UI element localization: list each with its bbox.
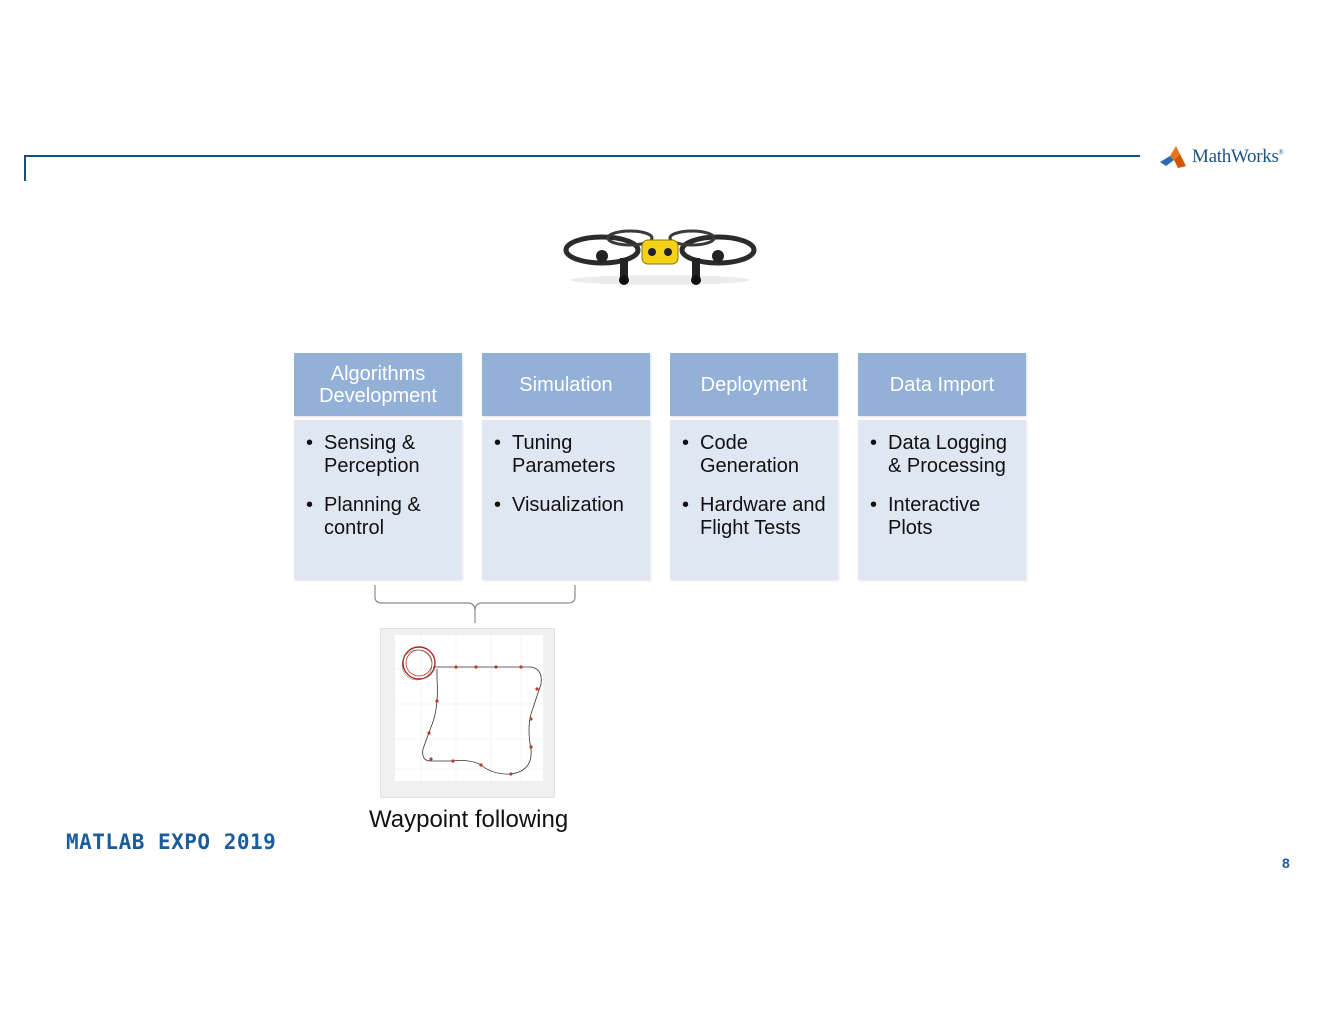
mathworks-logo: MathWorks® xyxy=(1158,144,1284,170)
logo-wordmark: MathWorks® xyxy=(1192,146,1284,167)
waypoint-plot-thumbnail: . xyxy=(380,628,555,798)
column-deployment: Deployment Code Generation Hardware and … xyxy=(670,353,838,580)
bullet-item: Planning & control xyxy=(304,494,452,540)
column-body: Code Generation Hardware and Flight Test… xyxy=(670,420,838,580)
header-rule xyxy=(24,155,1140,157)
column-body: Sensing & Perception Planning & control xyxy=(294,420,462,580)
bullet-item: Interactive Plots xyxy=(868,494,1016,540)
column-title: Deployment xyxy=(670,353,838,416)
column-title: Algorithms Development xyxy=(294,353,462,416)
event-logo: MATLAB EXPO 2019 xyxy=(66,830,277,854)
bullet-item: Visualization xyxy=(492,494,640,517)
bullet-item: Sensing & Perception xyxy=(304,432,452,478)
column-body: Data Logging & Processing Interactive Pl… xyxy=(858,420,1026,580)
svg-text:.: . xyxy=(385,634,386,638)
page-number: 8 xyxy=(1282,855,1290,871)
bullet-item: Hardware and Flight Tests xyxy=(680,494,828,540)
column-data-import: Data Import Data Logging & Processing In… xyxy=(858,353,1026,580)
plot-caption: Waypoint following xyxy=(369,806,569,833)
column-title: Data Import xyxy=(858,353,1026,416)
column-simulation: Simulation Tuning Parameters Visualizati… xyxy=(482,353,650,580)
column-body: Tuning Parameters Visualization xyxy=(482,420,650,580)
drone-image xyxy=(563,229,757,285)
header-rule-corner xyxy=(24,155,26,181)
column-title: Simulation xyxy=(482,353,650,416)
bullet-item: Data Logging & Processing xyxy=(868,432,1016,478)
column-algorithms: Algorithms Development Sensing & Percept… xyxy=(294,353,462,580)
grouping-brace xyxy=(374,585,576,623)
membrane-icon xyxy=(1160,146,1186,168)
bullet-item: Code Generation xyxy=(680,432,828,478)
waypoint-plot: . xyxy=(385,634,543,781)
bullet-item: Tuning Parameters xyxy=(492,432,640,478)
